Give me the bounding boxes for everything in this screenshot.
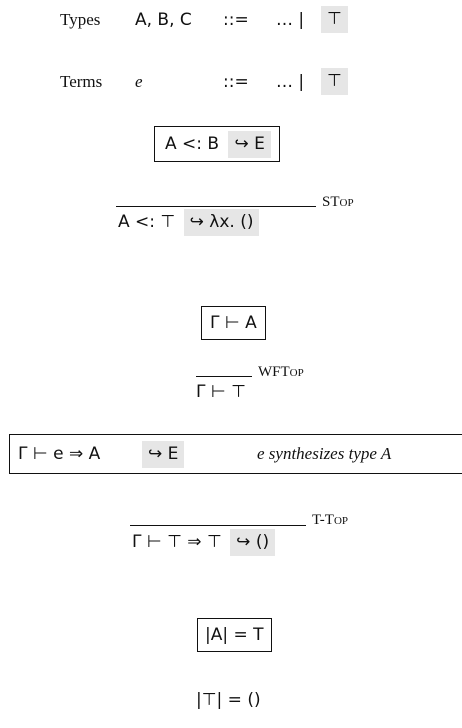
judgment-translation-box: |A| = T — [197, 618, 272, 652]
rule-stop-name: STop — [322, 194, 354, 210]
terms-rhs: … | — [276, 72, 305, 92]
rule-ttop-line — [130, 525, 306, 526]
ttop-elaboration: ↪ () — [230, 529, 276, 556]
rule-wftop-line — [196, 376, 252, 377]
stop-elaboration: ↪ λx. () — [183, 209, 260, 236]
rule-ttop-name: T-Top — [312, 512, 349, 528]
ttop-conclusion-judgment: Γ ⊢ ⊤ ⇒ ⊤ — [132, 532, 222, 552]
types-label: Types — [60, 10, 101, 29]
rule-stop-conclusion: A <: ⊤ ↪ λx. () — [118, 209, 260, 236]
types-new-top: ⊤ — [321, 6, 348, 33]
synth-elaboration: ↪ E — [142, 441, 185, 468]
rule-ttop-conclusion: Γ ⊢ ⊤ ⇒ ⊤ ↪ () — [132, 529, 276, 556]
rule-stop-line — [116, 206, 316, 207]
synth-lhs: Γ ⊢ e ⇒ A — [18, 444, 101, 464]
rule-wftop-name: WFTop — [258, 364, 304, 380]
rule-wftop-conclusion: Γ ⊢ ⊤ — [196, 382, 246, 402]
top-translation-equation: |⊤| = () — [196, 690, 261, 710]
terms-new-top: ⊤ — [321, 68, 348, 95]
terms-def-symbol: ::= — [223, 72, 249, 92]
types-def-symbol: ::= — [223, 10, 249, 30]
terms-metavariable: e — [135, 72, 143, 91]
judgment-wellformed-box: Γ ⊢ A — [201, 306, 266, 340]
judgment-synth-box: Γ ⊢ e ⇒ A ↪ E e synthesizes type A — [9, 434, 462, 474]
stop-conclusion-judgment: A <: ⊤ — [118, 212, 176, 232]
subtyping-lhs: A <: B — [165, 134, 220, 154]
terms-label: Terms — [60, 72, 103, 91]
wellformed-judgment: Γ ⊢ A — [210, 313, 257, 333]
translation-judgment: |A| = T — [205, 625, 264, 645]
subtyping-elaboration: ↪ E — [228, 131, 271, 158]
types-metavariables: A, B, C — [135, 10, 192, 30]
synth-description: e synthesizes type A — [257, 444, 392, 463]
judgment-subtyping-box: A <: B ↪ E — [154, 126, 280, 162]
types-rhs: … | — [276, 10, 305, 30]
